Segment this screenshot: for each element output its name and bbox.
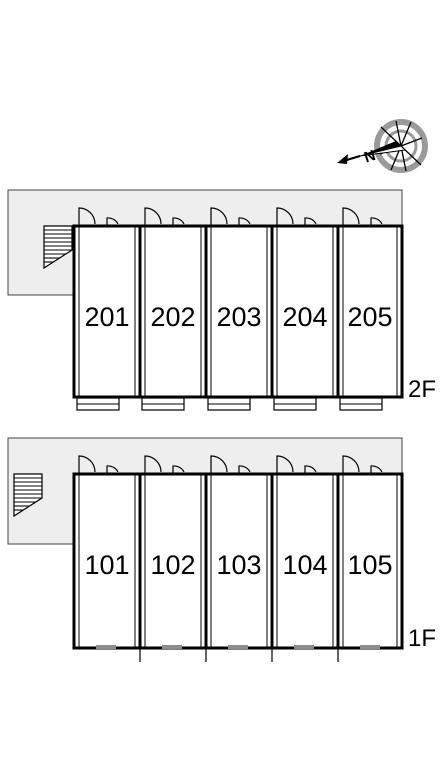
unit-label-201: 201: [84, 302, 129, 332]
unit-label-205: 205: [347, 302, 392, 332]
unit-105[interactable]: 105: [336, 455, 404, 650]
compass-rose-icon: N: [337, 119, 428, 173]
unit-label-105: 105: [347, 550, 392, 580]
staircase-2f-icon: [43, 225, 73, 270]
unit-203[interactable]: 203: [204, 207, 274, 411]
unit-103[interactable]: 103: [204, 455, 274, 650]
unit-201[interactable]: 201: [72, 207, 142, 411]
floor-label-1f: 1F: [408, 625, 436, 652]
unit-204[interactable]: 204: [270, 207, 340, 411]
unit-label-203: 203: [216, 302, 261, 332]
unit-label-101: 101: [84, 550, 129, 580]
floor-label-2f: 2F: [408, 376, 436, 403]
partition-ticks-1f: [139, 648, 339, 662]
unit-label-104: 104: [282, 550, 327, 580]
unit-label-103: 103: [216, 550, 261, 580]
unit-205[interactable]: 205: [336, 207, 404, 411]
unit-label-202: 202: [150, 302, 195, 332]
unit-104[interactable]: 104: [270, 455, 340, 650]
unit-102[interactable]: 102: [138, 455, 208, 650]
floor-1f: 101 102 103 104: [7, 437, 436, 662]
unit-202[interactable]: 202: [138, 207, 208, 411]
unit-101[interactable]: 101: [72, 455, 142, 650]
unit-label-204: 204: [282, 302, 327, 332]
staircase-1f-icon: [13, 473, 43, 518]
compass-north-label: N: [362, 147, 378, 167]
floor-2f: 201 202 203 204: [7, 189, 436, 411]
unit-label-102: 102: [150, 550, 195, 580]
